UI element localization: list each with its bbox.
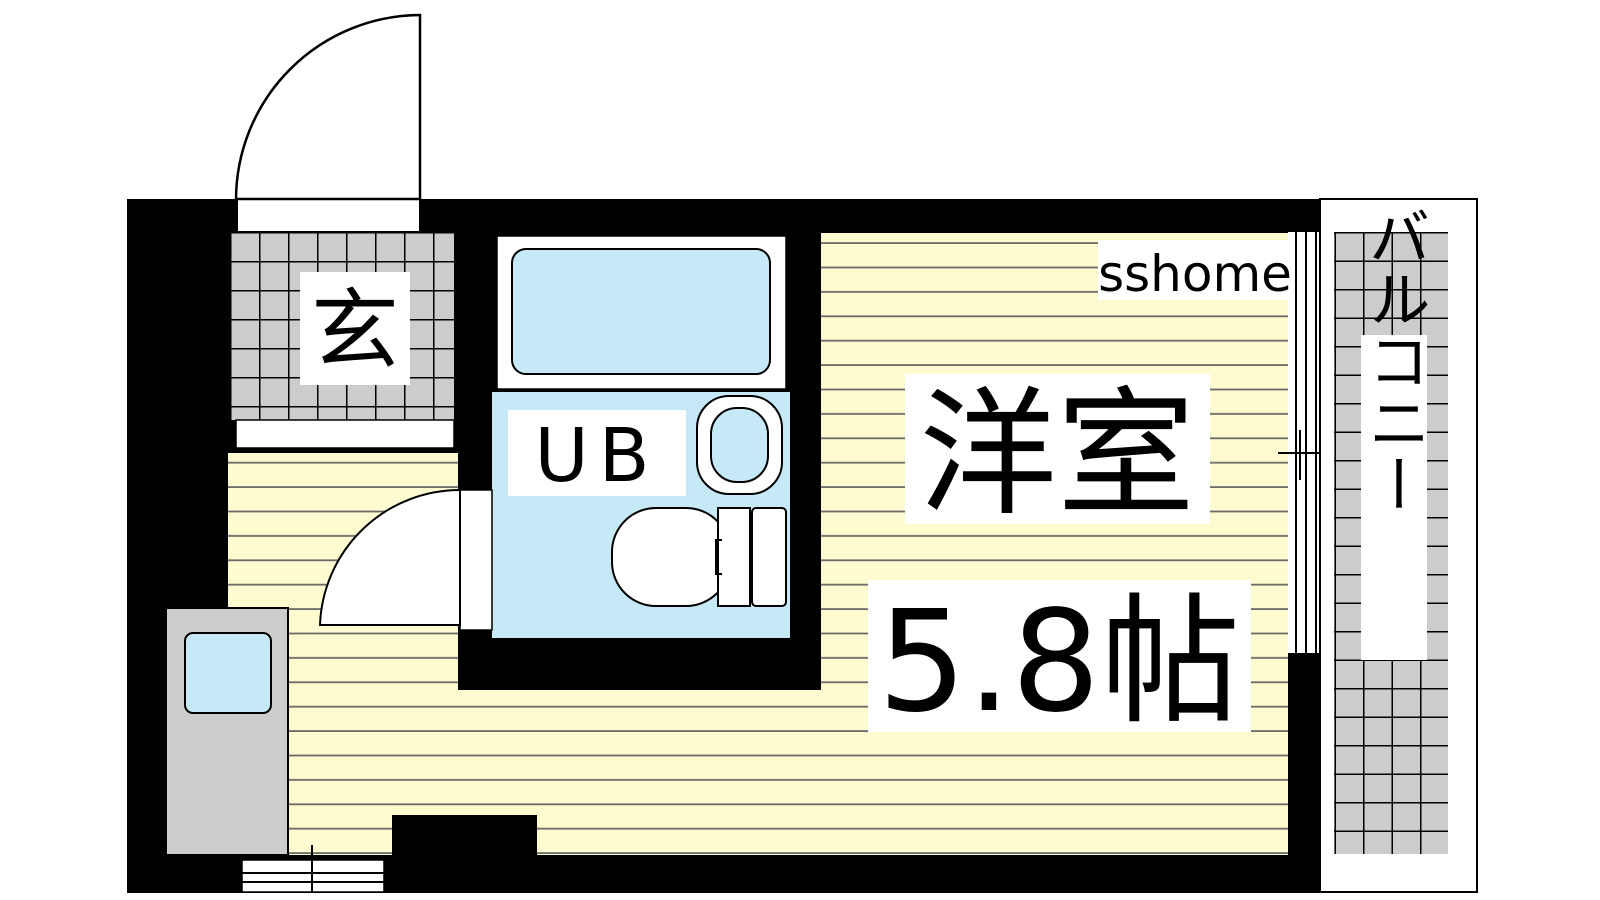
bathtub xyxy=(511,248,771,375)
room-size: 5.8帖 xyxy=(878,581,1241,744)
entrance-label-box xyxy=(300,272,410,385)
entrance-step xyxy=(235,419,455,449)
bath-door-swing xyxy=(318,488,461,626)
ub-label: UB xyxy=(535,413,660,499)
watermark: sshome xyxy=(1098,245,1292,303)
ub-label-box xyxy=(508,410,686,496)
room-size-box xyxy=(868,580,1251,732)
watermark-box xyxy=(1098,240,1292,300)
toilet-tank-divider xyxy=(717,507,751,607)
balcony-label: バルコニー xyxy=(1358,205,1431,515)
washbasin-bowl xyxy=(710,407,769,483)
toilet xyxy=(611,507,731,607)
room-name: 洋室 xyxy=(919,374,1195,535)
toilet-tank xyxy=(751,507,787,607)
bath-door-frame xyxy=(459,489,493,631)
kitchen-sink xyxy=(184,632,272,714)
room-name-box xyxy=(905,374,1210,524)
entrance-label: 玄 xyxy=(311,279,399,382)
western-room-floor xyxy=(821,233,1288,855)
closet-block xyxy=(392,815,537,860)
entrance-door-swing xyxy=(234,13,422,201)
entrance-door-frame xyxy=(238,199,420,231)
balcony-label-box xyxy=(1361,335,1427,660)
